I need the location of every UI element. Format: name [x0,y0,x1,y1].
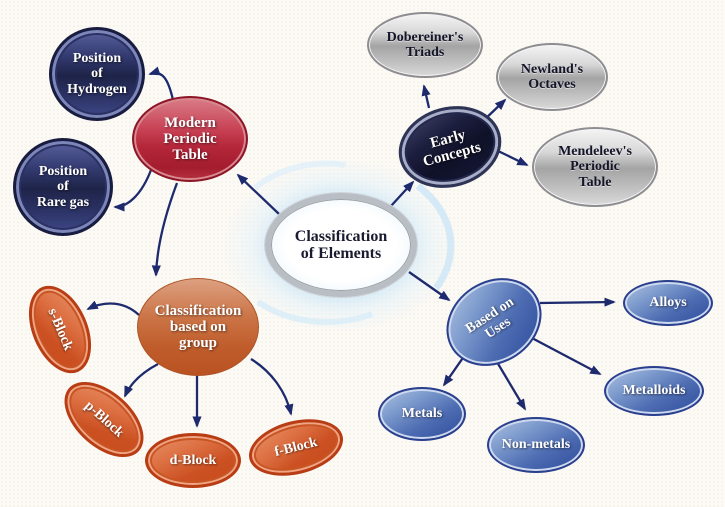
arrow-center-to-uses [408,271,451,302]
node-classification-of-elements: Classification of Elements [265,193,417,297]
node-label: Early Concepts [421,126,483,171]
node-label: Classification based on group [154,302,242,352]
node-d-block: d-Block [145,433,241,488]
node-position-of-hydrogen: Position of Hydrogen [49,27,145,121]
node-label: f-Block [273,434,319,460]
arrow-modern-to-raregas [113,169,153,212]
node-metalloids: Metalloids [604,366,704,416]
node-label: Mendeleev's Periodic Table [558,144,632,190]
node-modern-periodic-table: Modern Periodic Table [132,96,248,182]
arrow-uses-to-metalloids [529,335,602,376]
node-non-metals: Non-metals [487,417,585,473]
arrow-early-to-dobereiner [421,84,431,109]
node-label: Newland's Octaves [520,61,584,92]
node-label: Position of Rare gas [36,164,90,210]
node-label: p-Block [81,398,127,441]
arrow-center-to-early [390,180,415,207]
arrow-modern-to-hydrogen [148,66,175,101]
node-mendeleevs-periodic-table: Mendeleev's Periodic Table [532,127,658,207]
node-classification-based-on-group: Classification based on group [137,278,259,376]
node-label: s-Block [44,306,76,353]
arrow-group-to-sblock [86,300,140,316]
node-label: Classification of Elements [294,227,388,262]
node-metals: Metals [378,387,466,441]
arrow-uses-to-alloys [539,297,616,307]
node-label: Dobereiner's Triads [386,29,464,60]
node-label: Non-metals [501,437,571,453]
node-label: Modern Periodic Table [163,114,217,164]
arrow-group-to-pblock [123,362,159,398]
arrow-uses-to-nonmetals [493,356,526,411]
node-newlands-octaves: Newland's Octaves [496,43,608,111]
node-dobereiners-triads: Dobereiner's Triads [367,12,483,78]
node-label: Metalloids [622,383,686,399]
node-label: Alloys [649,295,687,311]
node-alloys: Alloys [623,280,713,326]
node-label: Based on Uses [463,294,517,343]
arrow-group-to-fblock [250,358,294,416]
arrow-modern-to-group [151,182,179,277]
node-label: Position of Hydrogen [67,51,127,97]
arrow-center-to-modern [236,173,280,215]
node-label: d-Block [169,452,217,468]
node-label: Metals [401,406,443,422]
node-position-of-rare-gas: Position of Rare gas [13,138,113,236]
